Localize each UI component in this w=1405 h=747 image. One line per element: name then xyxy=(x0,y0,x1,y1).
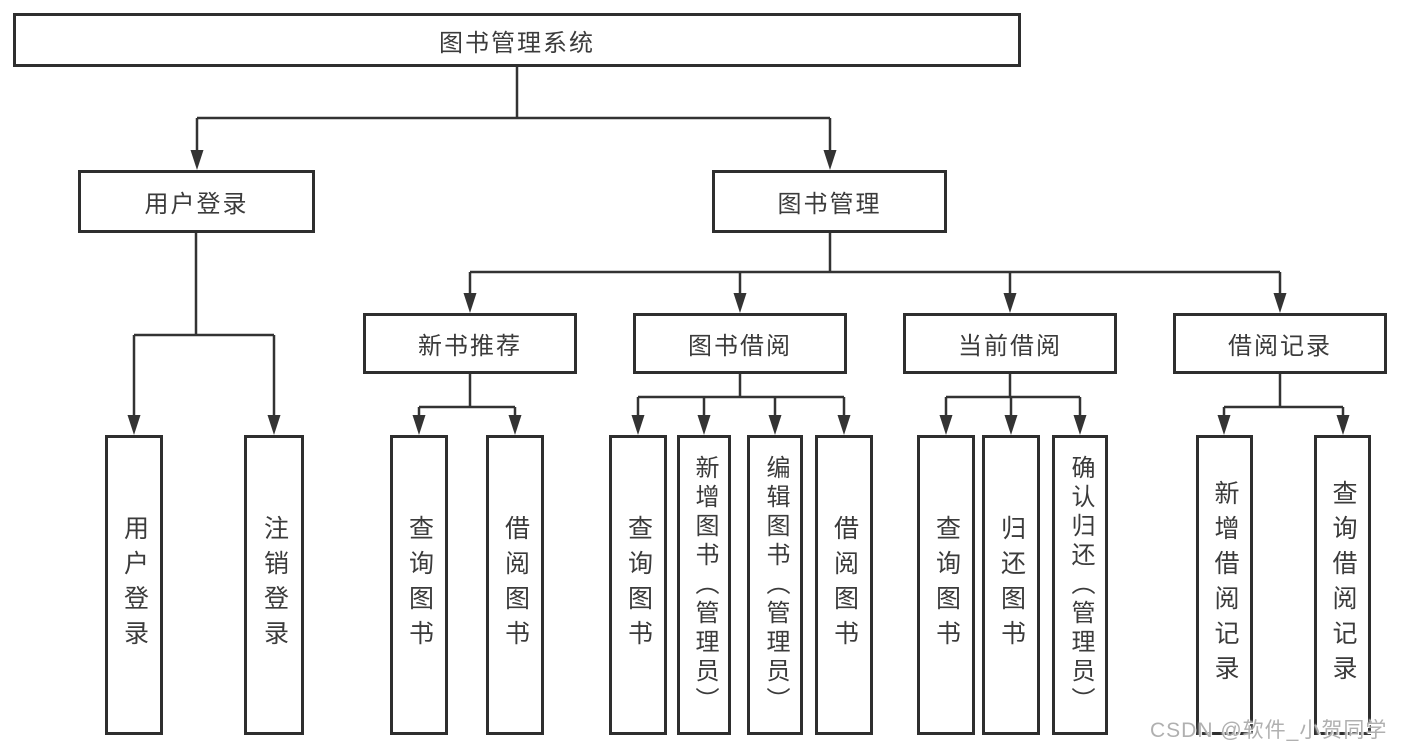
node-new-book-recommendation: 新书推荐 xyxy=(363,313,577,374)
leaf-label: 注销登录 xyxy=(260,515,289,655)
leaf-confirm-return-admin: 确认归还（管理员） xyxy=(1052,435,1108,735)
node-label: 图书管理系统 xyxy=(439,29,595,57)
leaf-user-login: 用户登录 xyxy=(105,435,163,735)
leaf-query-books-borrowing: 查询图书 xyxy=(609,435,667,735)
node-book-borrowing: 图书借阅 xyxy=(633,313,847,374)
node-borrowing-records: 借阅记录 xyxy=(1173,313,1387,374)
leaf-label: 查询借阅记录 xyxy=(1329,480,1357,690)
node-library-management-system: 图书管理系统 xyxy=(13,13,1021,67)
leaf-edit-book-admin: 编辑图书（管理员） xyxy=(747,435,803,735)
node-current-borrowing: 当前借阅 xyxy=(903,313,1117,374)
node-label: 图书借阅 xyxy=(688,333,792,360)
node-label: 借阅记录 xyxy=(1228,333,1332,360)
leaf-label: 新增借阅记录 xyxy=(1211,480,1239,690)
leaf-borrow-books: 借阅图书 xyxy=(815,435,873,735)
leaf-label: 用户登录 xyxy=(120,515,149,655)
leaf-query-books-recommend: 查询图书 xyxy=(390,435,448,735)
node-label: 当前借阅 xyxy=(958,333,1062,360)
leaf-logout: 注销登录 xyxy=(244,435,304,735)
watermark: CSDN @软件_小贺同学 xyxy=(1150,719,1388,742)
leaf-add-book-admin: 新增图书（管理员） xyxy=(677,435,731,735)
leaf-query-borrow-record: 查询借阅记录 xyxy=(1314,435,1371,735)
node-book-management: 图书管理 xyxy=(712,170,947,233)
node-label: 用户登录 xyxy=(144,191,249,218)
node-label: 新书推荐 xyxy=(418,333,522,360)
node-label: 图书管理 xyxy=(777,191,882,218)
leaf-label: 新增图书（管理员） xyxy=(691,454,718,716)
leaf-label: 查询图书 xyxy=(624,515,653,655)
node-user-login: 用户登录 xyxy=(78,170,315,233)
leaf-label: 借阅图书 xyxy=(501,515,530,655)
leaf-return-books: 归还图书 xyxy=(982,435,1040,735)
leaf-label: 归还图书 xyxy=(997,515,1026,655)
leaf-query-books-current: 查询图书 xyxy=(917,435,975,735)
leaf-label: 查询图书 xyxy=(932,515,961,655)
leaf-label: 借阅图书 xyxy=(830,515,859,655)
leaf-borrow-books-recommend: 借阅图书 xyxy=(486,435,544,735)
leaf-add-borrow-record: 新增借阅记录 xyxy=(1196,435,1253,735)
leaf-label: 确认归还（管理员） xyxy=(1067,454,1094,716)
leaf-label: 编辑图书（管理员） xyxy=(762,454,789,716)
leaf-label: 查询图书 xyxy=(405,515,434,655)
